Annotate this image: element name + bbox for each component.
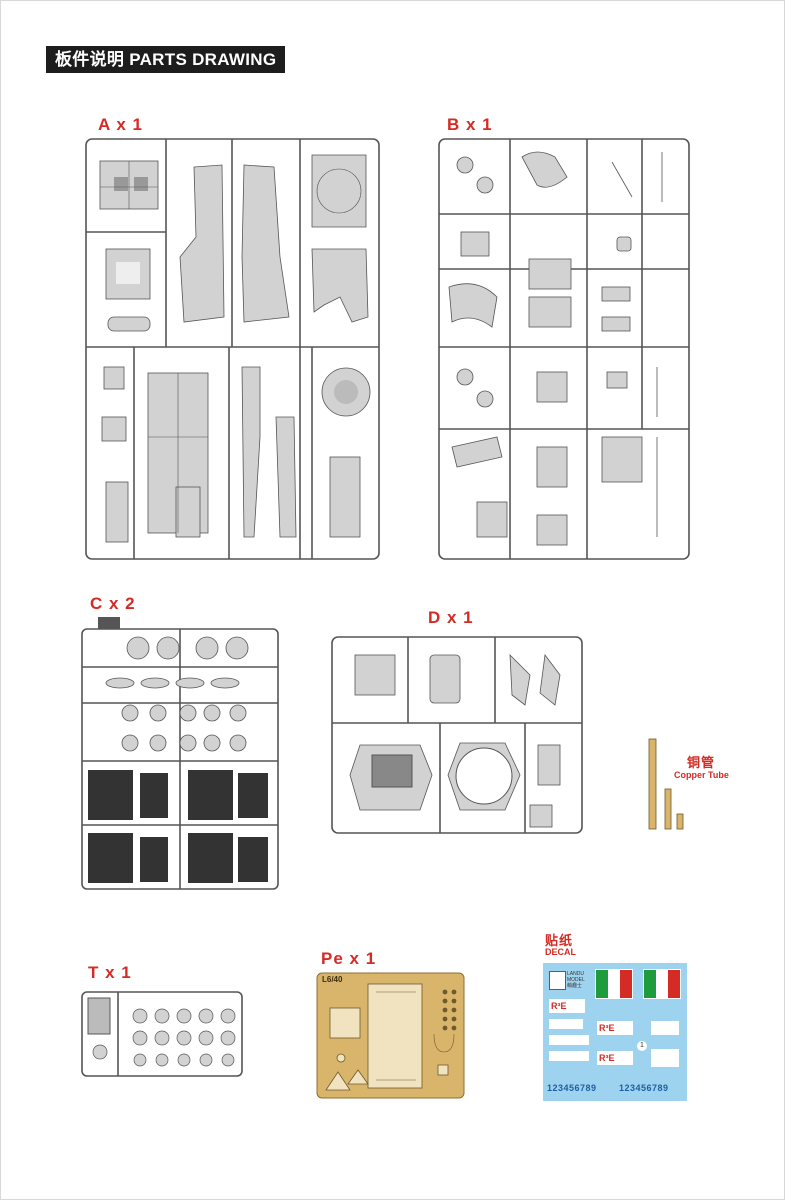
sprue-d-label: D x 1 <box>428 608 474 627</box>
decal-sheet: LANDU MODEL 萌趣士 R³E R³E R³E 1 123456789 … <box>543 963 687 1101</box>
decal-brand-bot: 萌趣士 <box>567 983 583 989</box>
decal-numbers-right: 123456789 <box>619 1083 669 1093</box>
page-title: 板件说明 PARTS DRAWING <box>46 46 286 73</box>
decal-marker: 1 <box>637 1041 647 1051</box>
decal-brand-top: LANDU <box>567 971 584 977</box>
blank-plate-1 <box>549 1019 583 1029</box>
sprue-b-label: B x 1 <box>447 115 493 134</box>
sprue-a-label: A x 1 <box>98 115 144 134</box>
sprue-t-drawing <box>81 991 243 1077</box>
copper-tube-label-en: Copper Tube <box>674 770 729 780</box>
sprue-b-drawing <box>438 138 690 560</box>
sprue-pe-label: Pe x 1 <box>321 949 377 968</box>
blank-plate-3 <box>549 1051 589 1061</box>
blank-plate-4 <box>651 1021 679 1035</box>
decal-numbers-left: 123456789 <box>547 1083 597 1093</box>
sprue-t-label: T x 1 <box>88 963 132 982</box>
sprue-a-drawing <box>85 138 380 560</box>
sprue-c-label: C x 2 <box>90 594 136 613</box>
photo-etch-fret <box>316 972 465 1099</box>
blank-plate-5 <box>651 1049 679 1067</box>
photo-etch-code: L6/40 <box>322 975 343 984</box>
italian-flag-decal-2 <box>643 969 681 999</box>
sprue-c-drawing <box>81 617 279 890</box>
decal-brand-text: LANDU MODEL 萌趣士 <box>567 971 585 989</box>
italian-flag-decal-1 <box>595 969 633 999</box>
plate-decal-2: R³E <box>597 1021 633 1035</box>
sprue-d-drawing <box>331 636 583 834</box>
copper-tube-drawing <box>648 738 684 830</box>
decal-brand-logo <box>549 971 566 990</box>
decal-label-en: DECAL <box>545 947 576 957</box>
decal-brand-mid: MODEL <box>567 977 585 983</box>
blank-plate-2 <box>549 1035 589 1045</box>
plate-decal-3: R³E <box>597 1051 633 1065</box>
copper-tube-label-cn: 铜管 <box>687 755 716 770</box>
decal-label-cn: 贴纸 <box>545 933 574 948</box>
plate-decal-1: R³E <box>549 999 585 1013</box>
